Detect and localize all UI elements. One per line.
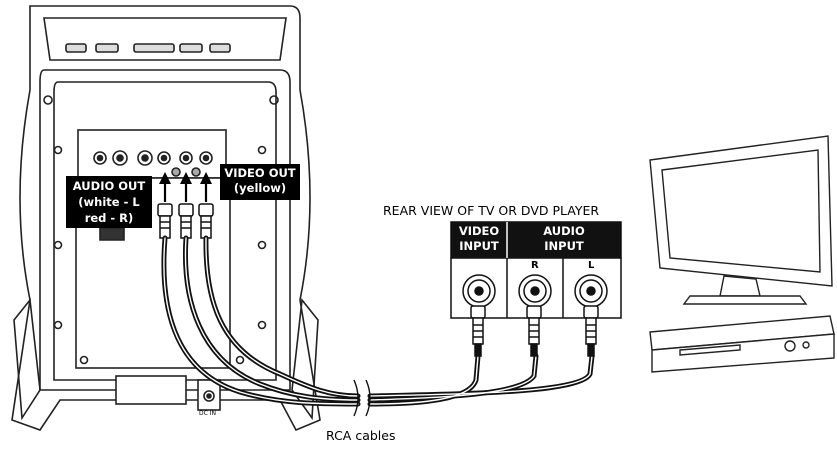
jack-l-label: L <box>588 260 595 271</box>
rca-plug-icon <box>470 305 599 357</box>
video-out-label: VIDEO OUT (yellow) <box>220 164 300 200</box>
rca-plug-icon <box>157 203 214 239</box>
jack-r-label: R <box>531 260 539 271</box>
rca-cable-inner <box>163 237 593 405</box>
audio-input-label: AUDIO INPUT <box>543 224 585 253</box>
arrow-up-icon <box>159 172 212 202</box>
video-input-label: VIDEO INPUT <box>458 224 500 253</box>
tv-monitor-icon <box>649 135 833 305</box>
dvd-player-icon <box>649 315 835 373</box>
cable-break-marks <box>353 379 371 417</box>
rear-view-heading: REAR VIEW OF TV OR DVD PLAYER <box>383 203 600 218</box>
dc-in-label: DC IN <box>199 410 216 417</box>
audio-out-label: AUDIO OUT (white - L red - R) <box>66 176 152 228</box>
rca-jack-icon <box>462 274 608 308</box>
rca-cables-label: RCA cables <box>326 428 396 443</box>
